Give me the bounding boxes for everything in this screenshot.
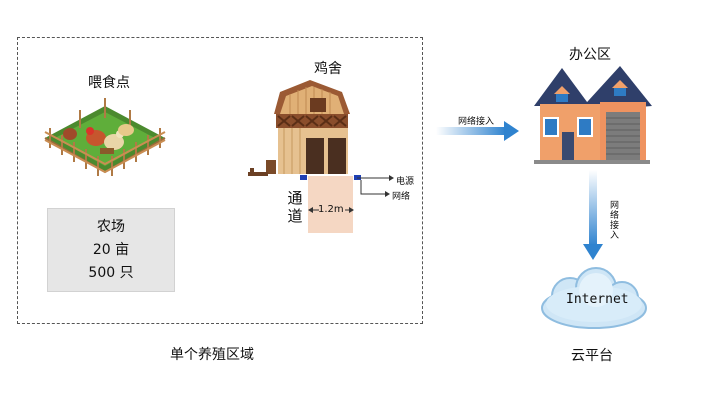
passage-width-label: 1.2m [318,204,344,215]
network-label: 网络 [392,192,411,202]
chicken-coop-image [248,80,350,176]
office-label: 办公区 [569,47,611,63]
coop-device-left [300,175,307,180]
feeding-point-label: 喂食点 [88,75,130,91]
cloud-internet-text: Internet [566,292,629,307]
farm-info-box: 农场 20 亩 500 只 [47,208,175,292]
office-link-label: 网络接入 [458,117,495,127]
passage-area [308,176,353,233]
office-building-image [534,66,652,164]
farm-count: 500 只 [88,264,134,281]
farm-area: 20 亩 [92,241,130,258]
coop-connection-lines [357,175,394,197]
breeding-region-border [17,37,423,324]
coop-label: 鸡舍 [314,61,342,77]
cloud-icon [541,267,647,329]
region-label: 单个养殖区域 [170,347,254,363]
farm-name: 农场 [97,218,125,235]
power-label: 电源 [396,177,415,187]
passage-label: 通道 [287,189,303,225]
office-link-arrow [436,121,519,141]
cloud-link-label: 网络接入 [608,200,618,240]
feeding-pen-image [44,98,166,176]
cloud-link-arrow [583,170,603,260]
passage-width-arrows [308,207,354,213]
cloud-platform-label: 云平台 [571,348,613,364]
